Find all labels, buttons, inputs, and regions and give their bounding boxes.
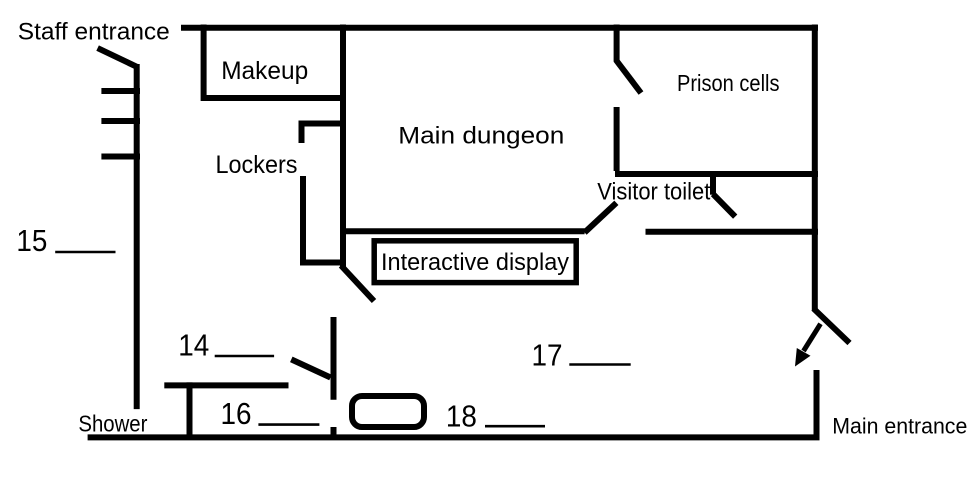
svg-text:Visitor toilet: Visitor toilet: [597, 179, 710, 206]
svg-text:Main dungeon: Main dungeon: [398, 122, 564, 149]
svg-text:Lockers: Lockers: [216, 151, 298, 179]
svg-text:Interactive display: Interactive display: [381, 249, 569, 276]
svg-text:Makeup: Makeup: [221, 57, 308, 85]
svg-text:18: 18: [446, 400, 477, 434]
svg-text:16: 16: [221, 397, 252, 431]
svg-text:Staff entrance: Staff entrance: [18, 19, 170, 46]
svg-text:Prison cells: Prison cells: [677, 70, 780, 96]
svg-text:Main entrance: Main entrance: [832, 414, 967, 439]
svg-text:Shower: Shower: [78, 410, 147, 436]
svg-text:15: 15: [16, 224, 47, 258]
svg-text:14: 14: [178, 329, 209, 363]
svg-text:17: 17: [532, 338, 563, 372]
